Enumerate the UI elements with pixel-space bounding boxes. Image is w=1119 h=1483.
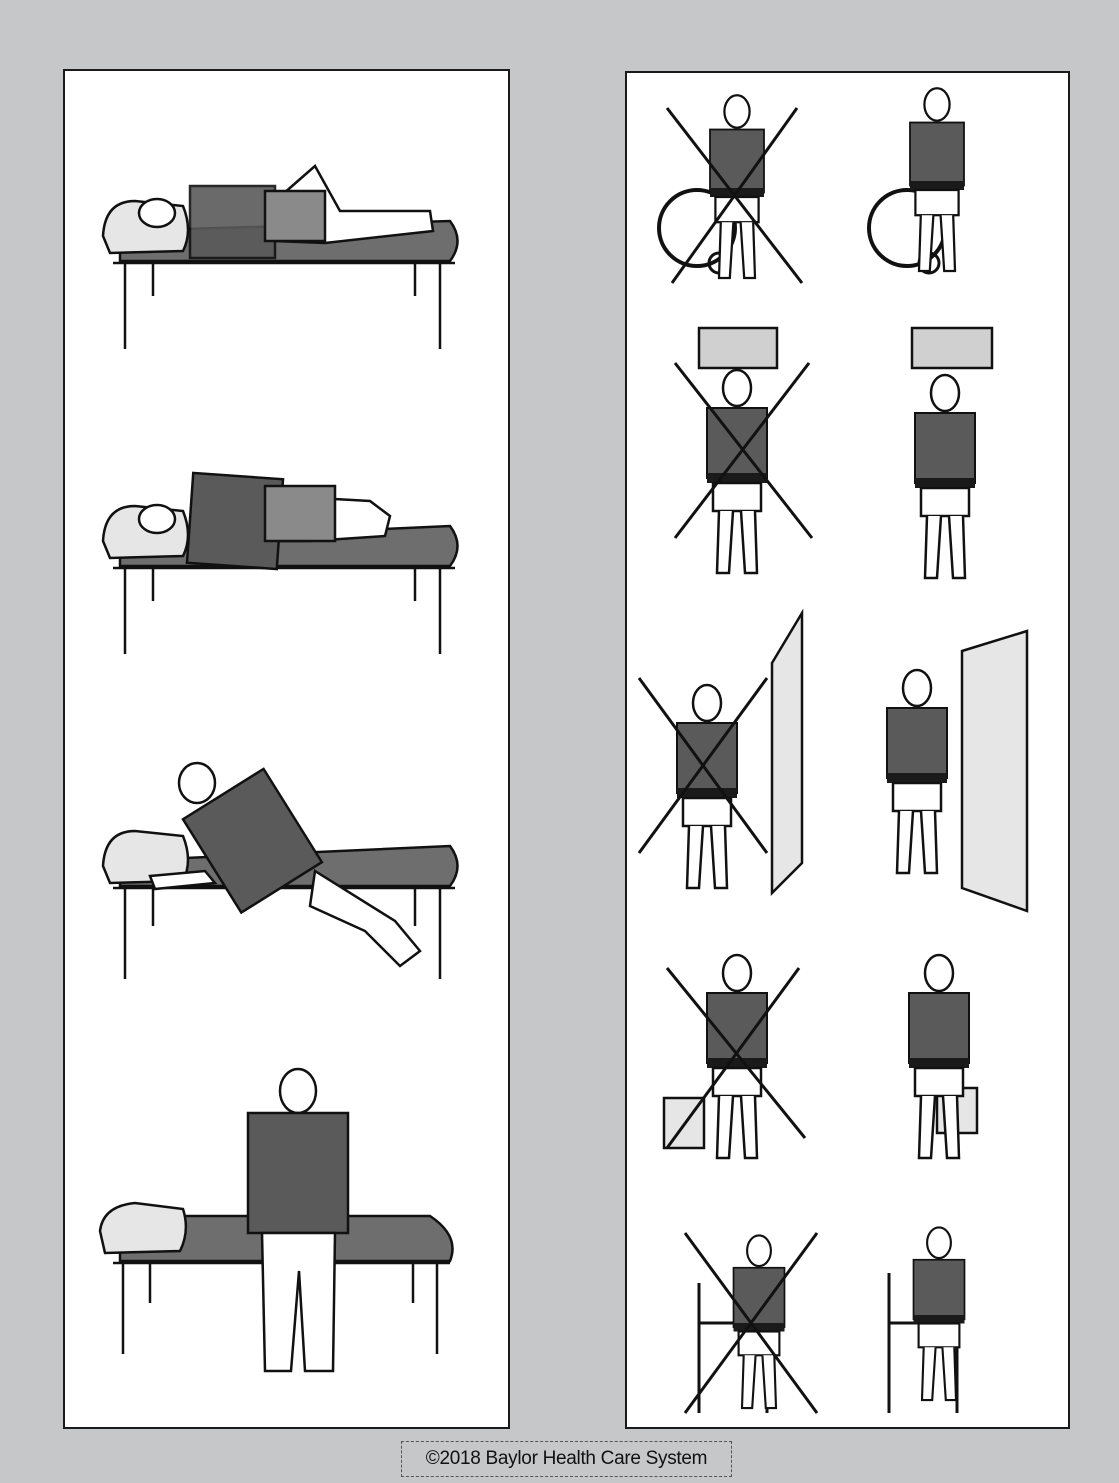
rolling-to-sit-icon xyxy=(103,763,458,979)
correct-sitting-in-chair-icon xyxy=(889,1227,965,1413)
incorrect-carrying-bag-icon xyxy=(664,955,805,1158)
incorrect-lifting-overhead-icon xyxy=(675,328,812,573)
positions-illustration xyxy=(65,71,512,1431)
do-and-dont-panel xyxy=(625,71,1070,1429)
lying-on-back-knees-bent-icon xyxy=(103,166,458,349)
lying-positions-panel xyxy=(63,69,510,1429)
correct-wheelchair-posture-icon xyxy=(869,88,964,273)
incorrect-opening-door-icon xyxy=(639,613,802,893)
correct-opening-door-icon xyxy=(887,631,1027,911)
incorrect-wheelchair-posture-icon xyxy=(659,95,802,283)
activities-illustration xyxy=(627,73,1072,1431)
lying-on-side-icon xyxy=(103,473,458,654)
sitting-on-edge-of-table-icon xyxy=(100,1069,453,1371)
incorrect-sitting-in-chair-icon xyxy=(685,1233,817,1413)
correct-lifting-overhead-icon xyxy=(912,328,992,578)
copyright-notice: ©2018 Baylor Health Care System xyxy=(401,1441,732,1477)
correct-carrying-bag-icon xyxy=(909,955,977,1158)
